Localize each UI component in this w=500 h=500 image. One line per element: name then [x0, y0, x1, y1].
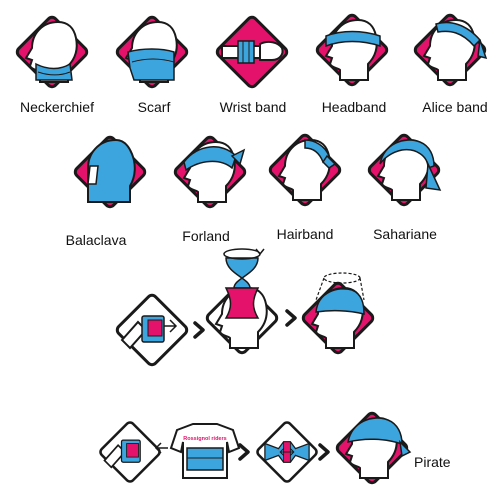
caption-scarf: Scarf [137, 99, 171, 115]
sahariane-icon [365, 131, 443, 209]
twist-tube-icon [203, 248, 281, 357]
caption-forland: Forland [182, 228, 230, 244]
caption-hairband: Hairband [276, 226, 334, 242]
caption-alice-band: Alice band [422, 99, 488, 115]
caption-sahariane: Sahariane [373, 226, 437, 242]
balaclava-icon [71, 133, 149, 211]
arrow-left-icon [154, 442, 168, 454]
caption-neckerchief: Neckerchief [20, 99, 94, 115]
arrow-right-icon [193, 321, 205, 339]
headband-icon [313, 11, 391, 89]
arrow-right-icon [238, 443, 250, 461]
fold-tube-icon [97, 419, 163, 485]
shirt-tube-icon: Rossignol riders [169, 423, 241, 479]
pirate-head-icon [333, 409, 412, 487]
caption-pirate: Pirate [414, 454, 451, 470]
scarf-icon [113, 13, 191, 91]
alice-band-icon [411, 11, 489, 89]
wrist-band-icon [213, 13, 291, 91]
caption-balaclava: Balaclava [65, 232, 127, 248]
caption-wrist-band: Wrist band [219, 99, 287, 115]
caption-headband: Headband [321, 99, 387, 115]
neckerchief-icon [13, 13, 91, 91]
arrow-right-icon [318, 443, 330, 461]
forland-icon [171, 133, 249, 211]
arrow-right-icon [285, 309, 297, 327]
shirt-brand-text: Rossignol riders [183, 436, 226, 442]
hairband-icon [266, 131, 344, 209]
fold-tube-icon [113, 291, 191, 369]
stretch-tube-icon [254, 419, 320, 485]
hat-head-icon [299, 272, 377, 357]
